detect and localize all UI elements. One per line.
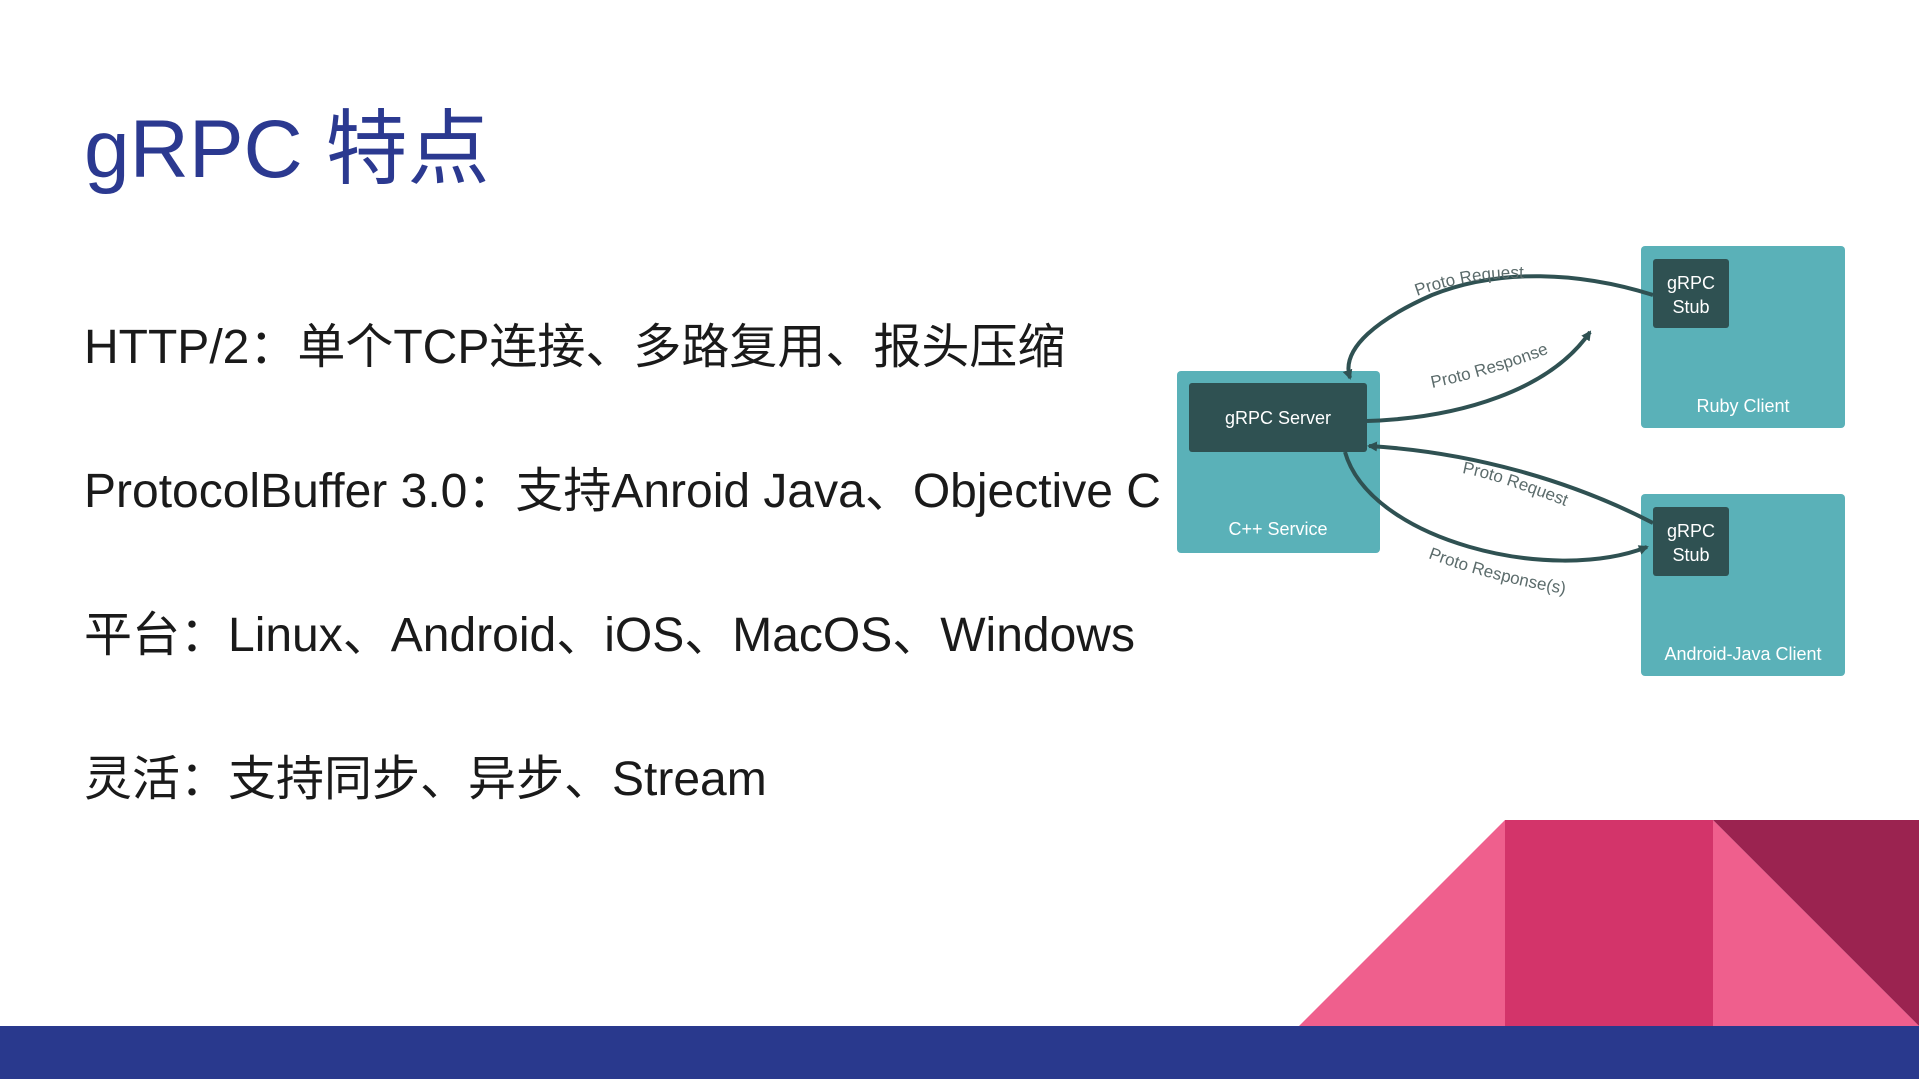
grpc-server-box: gRPC Server xyxy=(1189,383,1367,452)
android-grpc-stub: gRPC Stub xyxy=(1653,507,1729,576)
ruby-grpc-stub: gRPC Stub xyxy=(1653,259,1729,328)
deco-pink-triangle xyxy=(1299,820,1505,1026)
android-response-arrow xyxy=(1343,451,1649,563)
bullet-http2: HTTP/2：单个TCP连接、多路复用、报头压缩 xyxy=(84,321,1066,374)
android-request-arrow xyxy=(1367,441,1654,525)
bullet-flexibility: 灵活：支持同步、异步、Stream xyxy=(84,753,767,806)
cpp-service-label: C++ Service xyxy=(1228,519,1327,539)
ruby-stub-line1: gRPC xyxy=(1667,273,1715,293)
android-client-label: Android-Java Client xyxy=(1664,644,1821,664)
deco-pink-block xyxy=(1505,820,1713,1026)
ruby-request-arrow xyxy=(1342,274,1654,380)
ruby-client-label: Ruby Client xyxy=(1696,396,1789,416)
ruby-stub-line2: Stub xyxy=(1672,297,1709,317)
edge-label-android-request: Proto Request xyxy=(1461,458,1571,510)
grpc-architecture-diagram: C++ Service gRPC Server Ruby Client gRPC… xyxy=(1170,240,1850,680)
slide-title: gRPC 特点 xyxy=(84,104,490,195)
footer-bar xyxy=(0,1026,1919,1079)
bullet-platforms: 平台：Linux、Android、iOS、MacOS、Windows xyxy=(84,609,1135,662)
ruby-response-arrow xyxy=(1366,330,1592,423)
edge-label-ruby-request: Proto Request xyxy=(1412,263,1524,300)
android-stub-line1: gRPC xyxy=(1667,521,1715,541)
deco-light-triangle xyxy=(1713,820,1919,1026)
bullet-protobuf: ProtocolBuffer 3.0：支持Anroid Java、Objecti… xyxy=(84,465,1161,518)
grpc-server-label: gRPC Server xyxy=(1225,408,1331,428)
deco-maroon-triangle xyxy=(1713,820,1919,1026)
android-stub-line2: Stub xyxy=(1672,545,1709,565)
